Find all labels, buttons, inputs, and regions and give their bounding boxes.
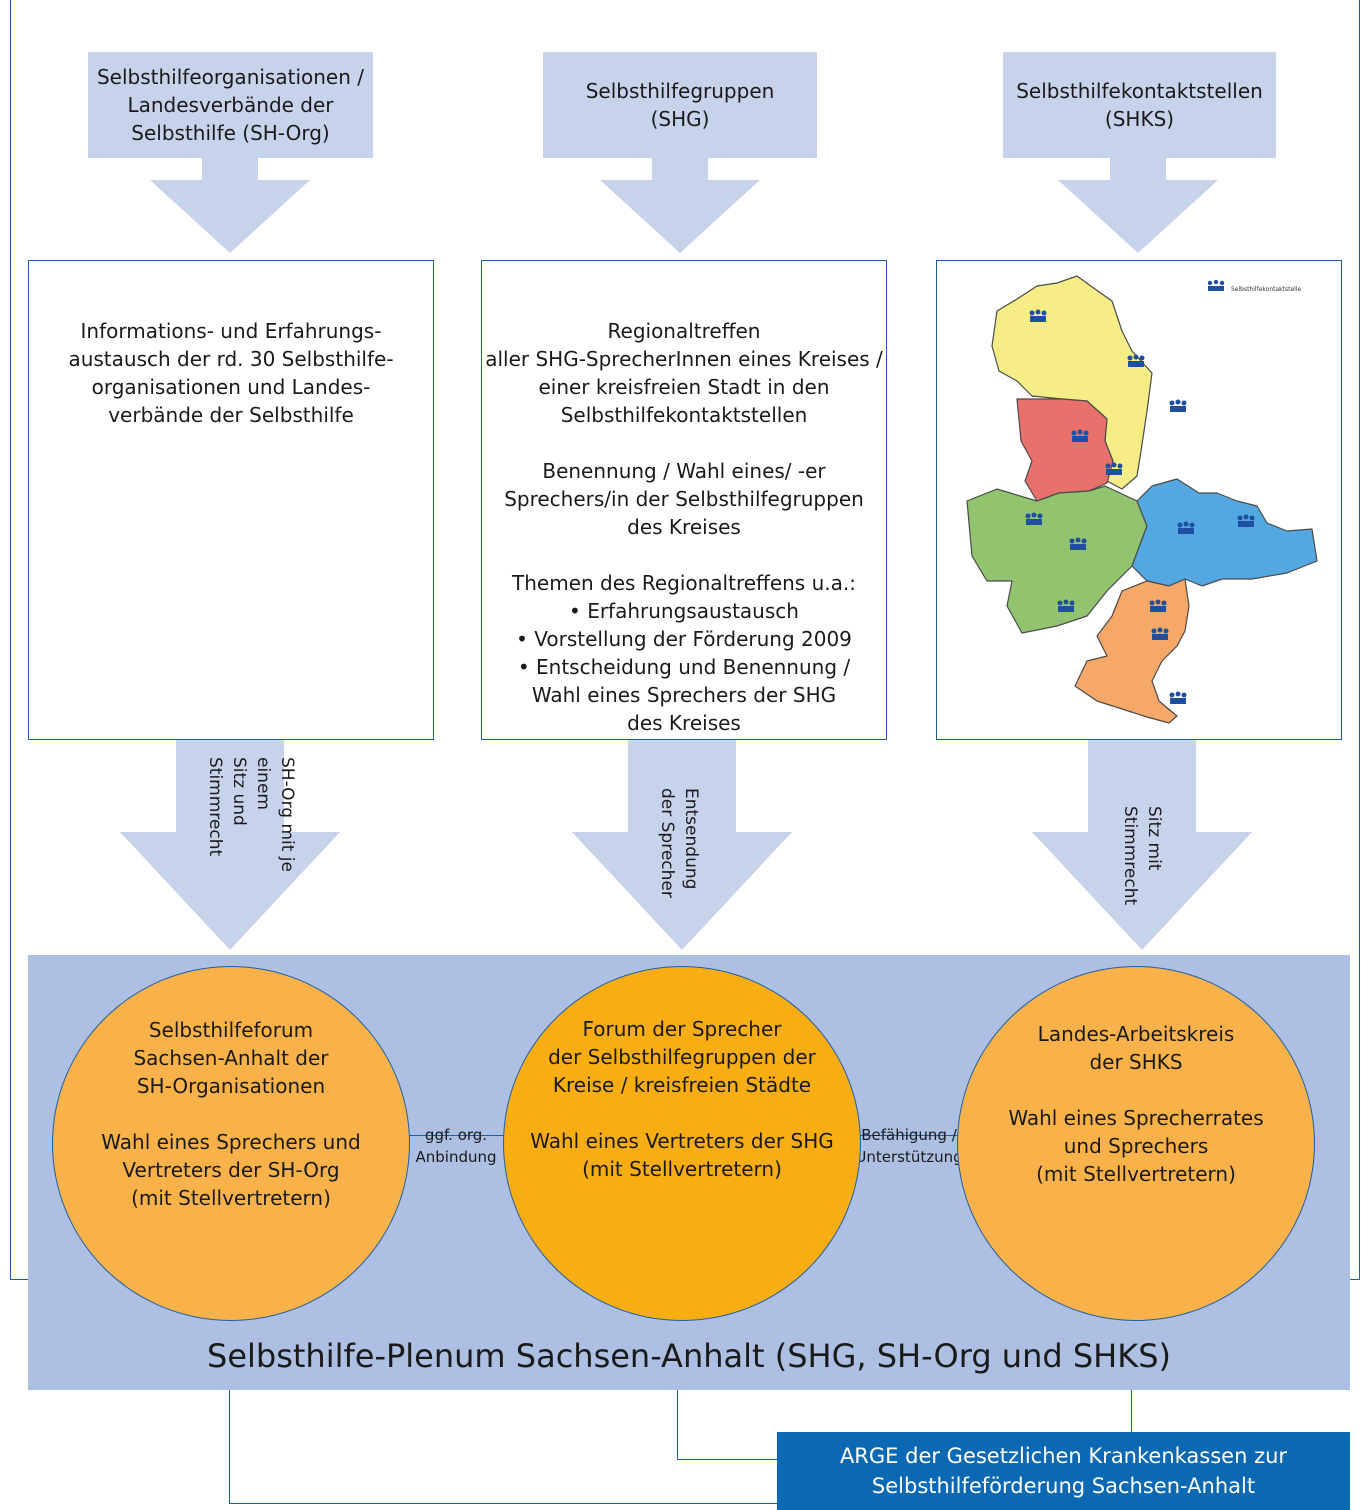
box-regional-meetings-text: Regionaltreffen aller SHG-SprecherInnen … (485, 319, 883, 735)
region-red (1016, 398, 1114, 502)
line-right-down (1131, 1390, 1132, 1432)
box-map: Selbsthilfekontaktstelle (936, 260, 1342, 740)
header-sh-org: Selbsthilfeorganisationen / Landesverbän… (88, 52, 373, 158)
line-bottom (229, 1503, 777, 1504)
arge-box: ARGE der Gesetzlichen Krankenkassen zur … (777, 1432, 1350, 1510)
arrow-down-top-right (1058, 158, 1218, 253)
line-middle-down (677, 1390, 678, 1460)
connector-line-left (400, 1135, 512, 1136)
arrow-down-top-left (150, 158, 310, 253)
connector-label-left: ggf. org. Anbindung (415, 1126, 497, 1166)
map-legend-label: Selbsthilfekontaktstelle (1231, 286, 1301, 293)
box-regional-meetings: Regionaltreffen aller SHG-SprecherInnen … (481, 260, 887, 740)
arrow-down-top-middle (600, 158, 760, 253)
header-shks: Selbsthilfekontaktstellen (SHKS) (1003, 52, 1276, 158)
circle-landes-arbeitskreis-text: Landes-Arbeitskreis der SHKS Wahl eines … (1008, 1021, 1264, 1186)
map-icons (1025, 309, 1255, 704)
circle-landes-arbeitskreis: Landes-Arbeitskreis der SHKS Wahl eines … (957, 966, 1315, 1321)
circle-forum-der-sprecher-text: Forum der Sprecher der Selbsthilfegruppe… (530, 1016, 834, 1181)
arrow-down-big-right (1032, 740, 1252, 950)
box-information-exchange: Informations- und Erfahrungs- austausch … (28, 260, 434, 740)
line-middle-right (677, 1459, 777, 1460)
region-yellow (991, 275, 1153, 490)
arrow-label-shg: Entsendung der Sprecher (657, 788, 701, 898)
connector-label-right: Befähigung / Unterstützung (855, 1126, 963, 1166)
header-shg: Selbsthilfegruppen (SHG) (543, 52, 817, 158)
arrow-down-big-middle (572, 740, 792, 950)
plenum-title: Selbsthilfe-Plenum Sachsen-Anhalt (SHG, … (207, 1337, 1171, 1375)
circle-selbsthilfeforum-text: Selbsthilfeforum Sachsen-Anhalt der SH-O… (101, 1017, 361, 1210)
box-information-exchange-text: Informations- und Erfahrungs- austausch … (68, 319, 394, 427)
arrows-layer (120, 158, 1252, 950)
line-left-down (229, 1390, 230, 1504)
arrow-down-big-left (120, 740, 340, 950)
region-orange (1074, 578, 1190, 724)
circle-forum-der-sprecher: Forum der Sprecher der Selbsthilfegruppe… (503, 966, 861, 1321)
map-legend-icon (1207, 279, 1225, 291)
region-blue (1131, 478, 1318, 587)
connector-line-right (852, 1135, 964, 1136)
circle-selbsthilfeforum: Selbsthilfeforum Sachsen-Anhalt der SH-O… (52, 966, 410, 1321)
arrow-label-sh-org: SH-Org mit je einem Sitz und Stimmrecht (205, 757, 297, 872)
region-green (966, 485, 1148, 634)
arrow-label-shks: Sitz mit Stimmrecht (1120, 806, 1164, 906)
map-sachsen-anhalt: Selbsthilfekontaktstelle (966, 275, 1318, 724)
